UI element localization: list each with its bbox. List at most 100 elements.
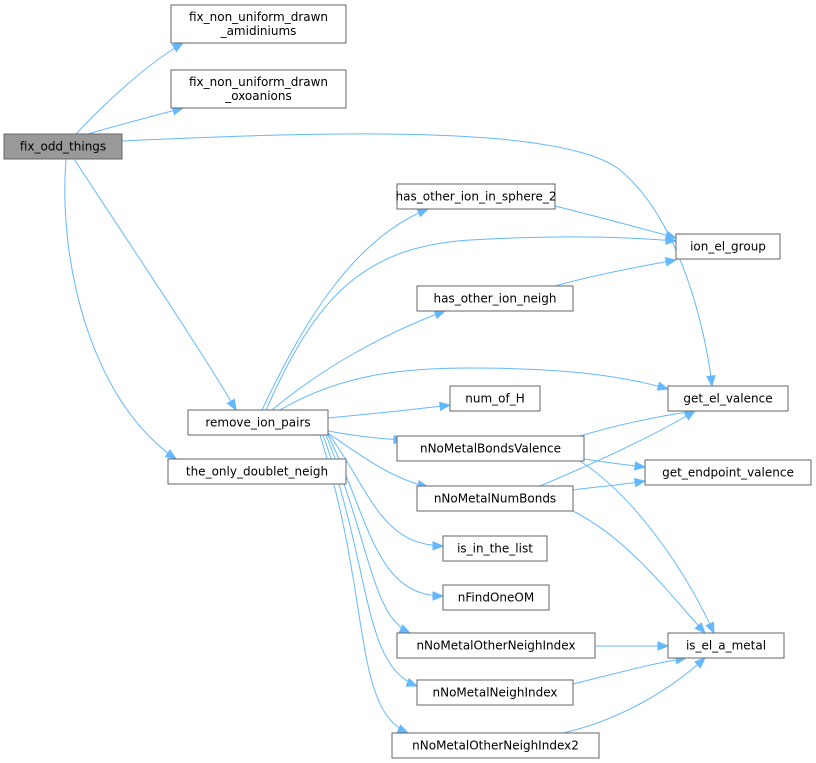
edge-fix_odd_things-to-fix_amid — [75, 42, 185, 135]
node-has-other-ion-in-sphere-2[interactable]: has_other_ion_in_sphere_2 — [396, 183, 557, 210]
node-nNoMetalBondsValence[interactable]: nNoMetalBondsValence — [396, 435, 585, 462]
arrowhead-icon — [398, 624, 412, 634]
edge-line — [554, 205, 677, 239]
node-box — [391, 732, 600, 759]
edge-remove_ion_pairs-to-is_in_the_list — [327, 432, 445, 551]
edge-nNoMetalNumBonds-to-get_endpoint_valence — [572, 477, 647, 491]
edge-line — [327, 432, 429, 488]
node-box — [396, 183, 556, 210]
edge-line — [64, 158, 177, 460]
edge-line — [572, 480, 646, 491]
node-fix-amid[interactable]: fix_non_uniform_drawn_amidiniums — [170, 4, 347, 44]
edge-line — [271, 310, 446, 411]
arrowhead-icon — [432, 541, 445, 551]
node-num-of-H[interactable]: num_of_H — [449, 385, 541, 412]
node-label: nNoMetalNumBonds — [434, 492, 556, 506]
node-label: num_of_H — [465, 392, 525, 406]
node-box — [396, 632, 596, 659]
node-label: fix_odd_things — [20, 140, 106, 154]
edge-has_other_ion_in_sphere_2-to-ion_el_group — [554, 205, 678, 240]
node-fix-odd-things: fix_odd_things — [3, 133, 123, 160]
node-box — [667, 385, 789, 412]
edge-line — [327, 432, 444, 547]
edge-line — [279, 367, 669, 411]
edge-nNoMetalNumBonds-to-is_el_a_metal — [572, 510, 706, 634]
edge-line — [327, 404, 451, 419]
edge-nNoMetalBondsValence-to-get_el_valence — [579, 407, 697, 437]
arrowhead-icon — [634, 461, 647, 471]
node-get-el-valence[interactable]: get_el_valence — [667, 385, 789, 412]
arrowhead-icon — [432, 591, 445, 601]
node-nNoMetalNumBonds[interactable]: nNoMetalNumBonds — [416, 485, 574, 512]
edge-line — [327, 430, 405, 441]
node-label: get_endpoint_valence — [662, 466, 794, 480]
node-label: has_other_ion_neigh — [433, 292, 556, 306]
node-is-in-the-list[interactable]: is_in_the_list — [442, 535, 548, 562]
edge-line — [73, 158, 237, 411]
node-nNoMetalOtherNeighIndex2[interactable]: nNoMetalOtherNeighIndex2 — [391, 732, 600, 759]
node-the-only-doublet-neigh[interactable]: the_only_doublet_neigh — [167, 458, 347, 485]
node-remove-ion-pairs[interactable]: remove_ion_pairs — [187, 409, 329, 436]
arrowhead-icon — [433, 310, 447, 320]
arrowhead-icon — [633, 477, 647, 488]
edge-line — [579, 410, 696, 437]
node-label: fix_non_uniform_drawn — [189, 75, 328, 89]
edge-fix_odd_things-to-remove_ion_pairs — [73, 158, 237, 412]
node-fix-oxo[interactable]: fix_non_uniform_drawn_oxoanions — [170, 69, 347, 109]
edge-line — [572, 657, 687, 685]
edge-remove_ion_pairs-to-nNoMetalBondsValence — [327, 430, 406, 445]
node-label: get_el_valence — [683, 392, 772, 406]
edge-line — [554, 259, 677, 287]
edge-fix_odd_things-to-fix_oxo — [87, 106, 185, 135]
arrowhead-icon — [657, 641, 670, 651]
node-box — [187, 409, 329, 436]
node-has-other-ion-neigh[interactable]: has_other_ion_neigh — [416, 285, 574, 312]
edge-remove_ion_pairs-to-has_other_ion_neigh — [271, 310, 447, 411]
node-nNoMetalNeighIndex[interactable]: nNoMetalNeighIndex — [416, 679, 574, 706]
node-box — [644, 459, 812, 486]
edge-layer — [64, 42, 716, 734]
arrowhead-icon — [171, 42, 185, 53]
arrowhead-icon — [396, 724, 410, 734]
edge-remove_ion_pairs-to-has_other_ion_in_sphere_2 — [261, 208, 430, 411]
edge-line — [319, 434, 409, 734]
arrowhead-icon — [705, 621, 715, 635]
arrowhead-icon — [664, 257, 678, 267]
node-label: has_other_ion_in_sphere_2 — [396, 190, 557, 204]
arrowhead-icon — [416, 208, 430, 218]
arrowhead-icon — [694, 657, 706, 669]
arrowhead-icon — [405, 677, 419, 687]
edge-nNoMetalBondsValence-to-get_endpoint_valence — [583, 458, 647, 471]
node-nFindOneOM[interactable]: nFindOneOM — [442, 584, 550, 611]
edge-nNoMetalOtherNeighIndex2-to-is_el_a_metal — [562, 657, 706, 734]
node-get-endpoint-valence[interactable]: get_endpoint_valence — [644, 459, 812, 486]
node-label: is_in_the_list — [457, 542, 533, 556]
node-nNoMetalOtherNeighIndex[interactable]: nNoMetalOtherNeighIndex — [396, 632, 596, 659]
edge-line — [579, 460, 715, 634]
arrowhead-icon — [706, 375, 716, 388]
node-box — [442, 535, 548, 562]
node-label: the_only_doublet_neigh — [186, 465, 328, 479]
node-box — [449, 385, 541, 412]
node-layer: fix_odd_things fix_non_uniform_drawn_amid… — [3, 4, 812, 759]
node-box — [170, 4, 347, 44]
edge-line — [87, 107, 184, 135]
node-box — [3, 133, 123, 160]
edge-line — [572, 510, 706, 634]
node-box — [675, 233, 781, 260]
edge-nNoMetalBondsValence-to-is_el_a_metal — [579, 460, 715, 635]
node-label: nNoMetalNeighIndex — [432, 686, 557, 700]
edge-remove_ion_pairs-to-nNoMetalNeighIndex — [322, 434, 419, 687]
node-label: nNoMetalOtherNeighIndex2 — [412, 739, 579, 753]
node-is-el-a-metal[interactable]: is_el_a_metal — [667, 632, 785, 659]
edge-line — [261, 208, 429, 411]
arrowhead-icon — [683, 410, 697, 421]
node-box — [442, 584, 550, 611]
node-box — [416, 485, 574, 512]
node-label: nNoMetalBondsValence — [420, 442, 561, 456]
node-box — [416, 285, 574, 312]
edge-has_other_ion_neigh-to-ion_el_group — [554, 257, 678, 287]
edge-remove_ion_pairs-to-num_of_H — [327, 401, 452, 419]
node-ion-el-group[interactable]: ion_el_group — [675, 233, 781, 260]
edge-line — [75, 42, 184, 135]
